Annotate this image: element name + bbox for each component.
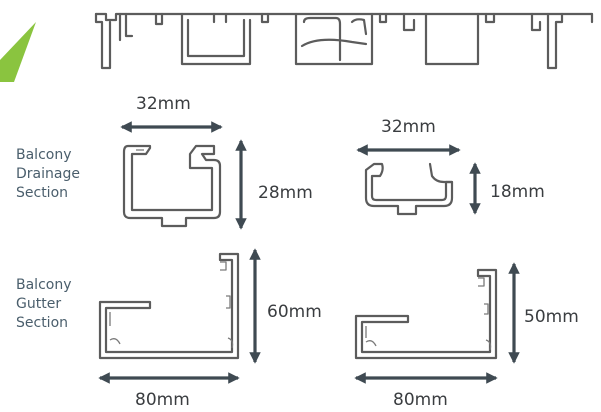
drainage-label-line-3: Section xyxy=(16,185,69,201)
gutter-b-height-label: 50mm xyxy=(524,307,579,327)
drainage-label-line-2: Drainage xyxy=(16,166,80,182)
drainage-a-height-label: 28mm xyxy=(258,183,313,203)
drainage-b-height-label: 18mm xyxy=(490,182,545,202)
gutter-profile-b-shape xyxy=(354,268,498,360)
gutter-a-height-label: 60mm xyxy=(267,302,322,322)
gutter-label-line-2: Gutter xyxy=(16,296,62,312)
gutter-label-line-3: Section xyxy=(16,315,69,331)
drainage-section-label: Balcony Drainage Section xyxy=(16,146,80,203)
drainage-profile-a-shape xyxy=(122,144,222,228)
assembled-profile-strip xyxy=(94,12,594,70)
green-accent-shape xyxy=(0,22,36,82)
gutter-label-line-1: Balcony xyxy=(16,277,72,293)
drainage-b-width-label: 32mm xyxy=(381,117,436,137)
gutter-b-width-label: 80mm xyxy=(393,390,448,410)
gutter-profile-a-shape xyxy=(98,252,240,360)
drainage-a-width-label: 32mm xyxy=(136,94,191,114)
gutter-a-width-label: 80mm xyxy=(135,390,190,410)
drainage-label-line-1: Balcony xyxy=(16,147,72,163)
drainage-profile-b-shape xyxy=(364,162,454,216)
gutter-section-label: Balcony Gutter Section xyxy=(16,276,72,333)
